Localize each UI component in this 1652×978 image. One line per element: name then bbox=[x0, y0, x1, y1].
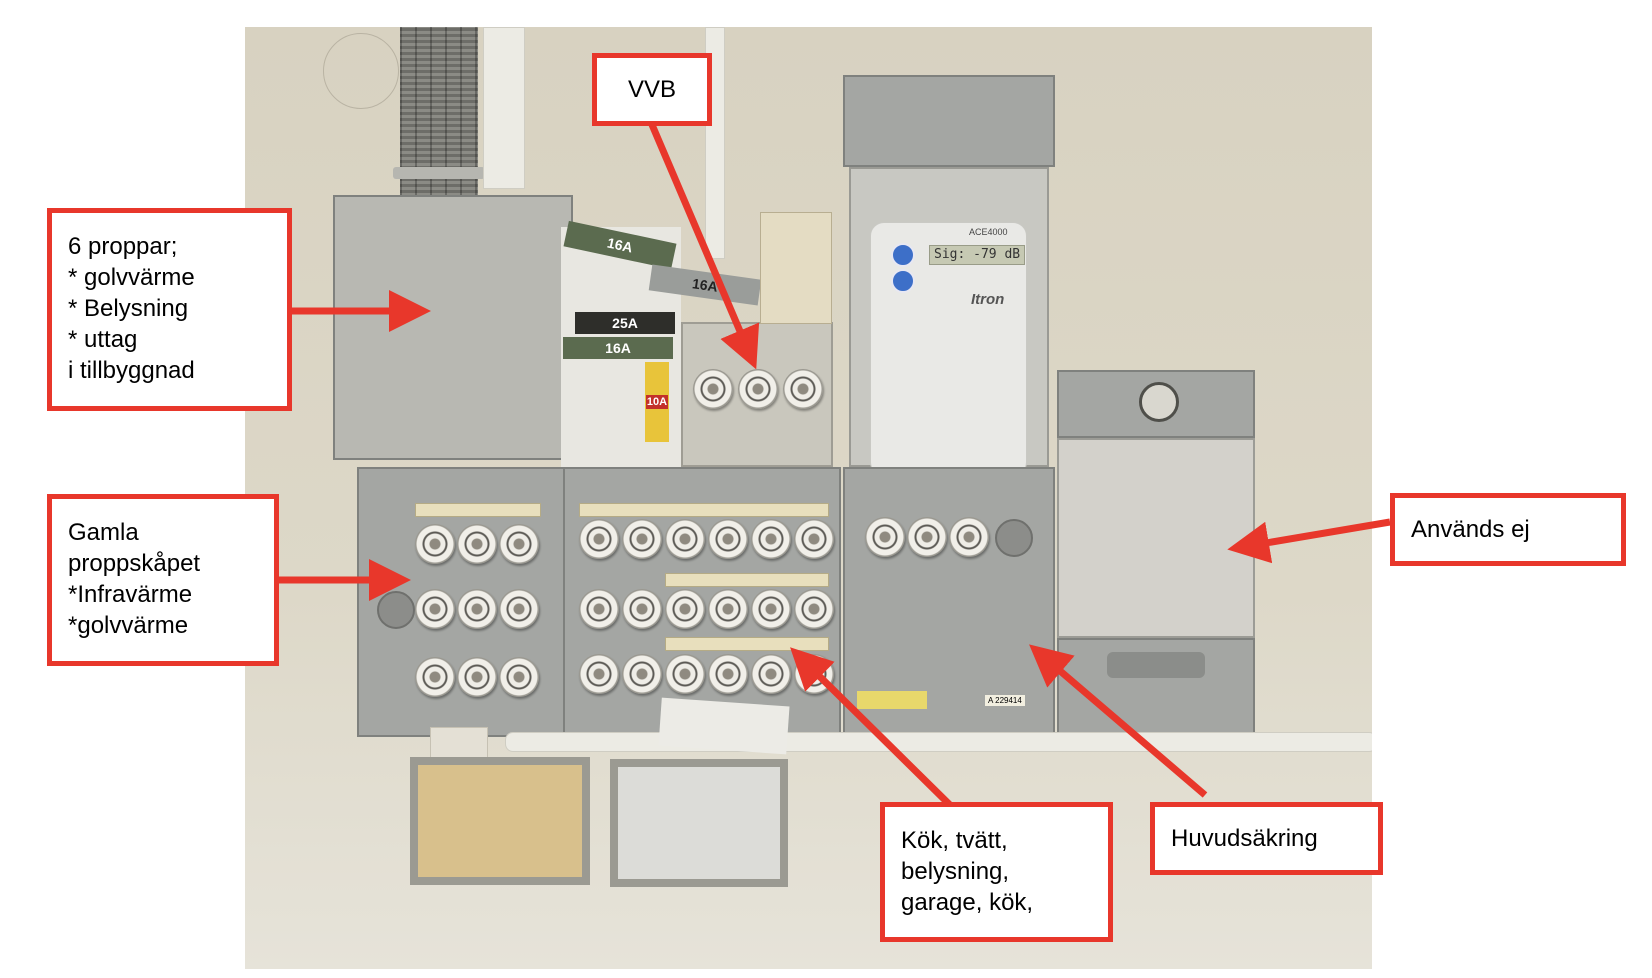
fuse bbox=[794, 519, 834, 559]
fuse bbox=[708, 654, 748, 694]
fuse bbox=[708, 519, 748, 559]
barcode-sticker bbox=[857, 691, 927, 709]
callout-unused: Används ej bbox=[1390, 493, 1626, 566]
white-pipes bbox=[483, 27, 525, 189]
fuse bbox=[457, 524, 497, 564]
fuse bbox=[794, 589, 834, 629]
fuse bbox=[622, 519, 662, 559]
callout-vvb: VVB bbox=[592, 53, 712, 126]
callout-main-fuse: Huvudsäkring bbox=[1150, 802, 1383, 875]
main-fuse bbox=[949, 517, 989, 557]
fuse bbox=[665, 589, 705, 629]
white-pipe-horizontal bbox=[505, 732, 1372, 752]
switch-knob bbox=[377, 591, 415, 629]
main-fuse-cabinet-right: A 229414 bbox=[843, 467, 1055, 739]
fuse-package: 25A bbox=[575, 312, 675, 334]
fuse bbox=[751, 519, 791, 559]
fuse bbox=[693, 369, 733, 409]
meter-button bbox=[891, 269, 915, 293]
fuse bbox=[579, 654, 619, 694]
vvb-fuse-block bbox=[681, 322, 833, 467]
fuse bbox=[622, 654, 662, 694]
fuse bbox=[499, 657, 539, 697]
fuse bbox=[783, 369, 823, 409]
fuse-label-strip bbox=[415, 503, 541, 517]
fuse-cabinet-photo: 16A 16A 25A 16A 10A Sig: -79 dB bbox=[245, 27, 1372, 969]
fuse bbox=[499, 524, 539, 564]
fuse bbox=[579, 589, 619, 629]
fuse bbox=[415, 524, 455, 564]
fuse bbox=[415, 589, 455, 629]
unused-cabinet-top bbox=[1057, 370, 1255, 438]
fuse bbox=[751, 654, 791, 694]
fuse bbox=[579, 519, 619, 559]
cork-board bbox=[410, 757, 590, 885]
old-fuse-cabinet bbox=[357, 467, 567, 737]
fuse-label-strip-row3 bbox=[665, 637, 829, 651]
fuse bbox=[665, 519, 705, 559]
fuse-label-strip-row2 bbox=[665, 573, 829, 587]
meter-model: ACE4000 bbox=[969, 227, 1008, 237]
conduit-strap bbox=[393, 167, 485, 179]
fuse bbox=[665, 654, 705, 694]
fuse bbox=[708, 589, 748, 629]
fuse bbox=[794, 654, 834, 694]
paper-note bbox=[658, 697, 790, 755]
meter-display: Sig: -79 dB bbox=[929, 245, 1026, 265]
fuse bbox=[457, 657, 497, 697]
fuse bbox=[738, 369, 778, 409]
fuse bbox=[415, 657, 455, 697]
unused-cabinet-panel bbox=[1057, 438, 1255, 638]
callout-kitchen-laundry: Kök, tvätt, belysning, garage, kök, bbox=[880, 802, 1113, 942]
main-fuse bbox=[865, 517, 905, 557]
callout-junction-box: 6 proppar; * golvvärme * Belysning * utt… bbox=[47, 208, 292, 411]
floor-plan-board bbox=[610, 759, 788, 887]
main-fuse-cabinet bbox=[563, 467, 841, 735]
electricity-meter: Sig: -79 dB ACE4000 Itron bbox=[870, 222, 1027, 476]
fuse bbox=[499, 589, 539, 629]
meter-brand: Itron bbox=[971, 291, 1005, 308]
fuse bbox=[622, 589, 662, 629]
fuse-package: 10A bbox=[645, 362, 669, 442]
meter-button bbox=[891, 243, 915, 267]
callout-old-fuse-cabinet: Gamla proppskåpet *Infravärme *golvvärme bbox=[47, 494, 279, 666]
socket-hole bbox=[1139, 382, 1179, 422]
label-sticker: A 229414 bbox=[985, 695, 1025, 706]
junction-box-top-left bbox=[333, 195, 573, 460]
fuse-package: 16A bbox=[563, 337, 673, 359]
din-breaker bbox=[760, 212, 832, 324]
main-fuse bbox=[907, 517, 947, 557]
wall-circle-mark bbox=[323, 33, 399, 109]
unused-cabinet-bottom bbox=[1057, 638, 1255, 735]
switch-knob bbox=[995, 519, 1033, 557]
fuse bbox=[751, 589, 791, 629]
meter-cabinet-top bbox=[843, 75, 1055, 167]
cable-grommets bbox=[1107, 652, 1205, 678]
fuse-label-strip-row1 bbox=[579, 503, 829, 517]
fuse bbox=[457, 589, 497, 629]
